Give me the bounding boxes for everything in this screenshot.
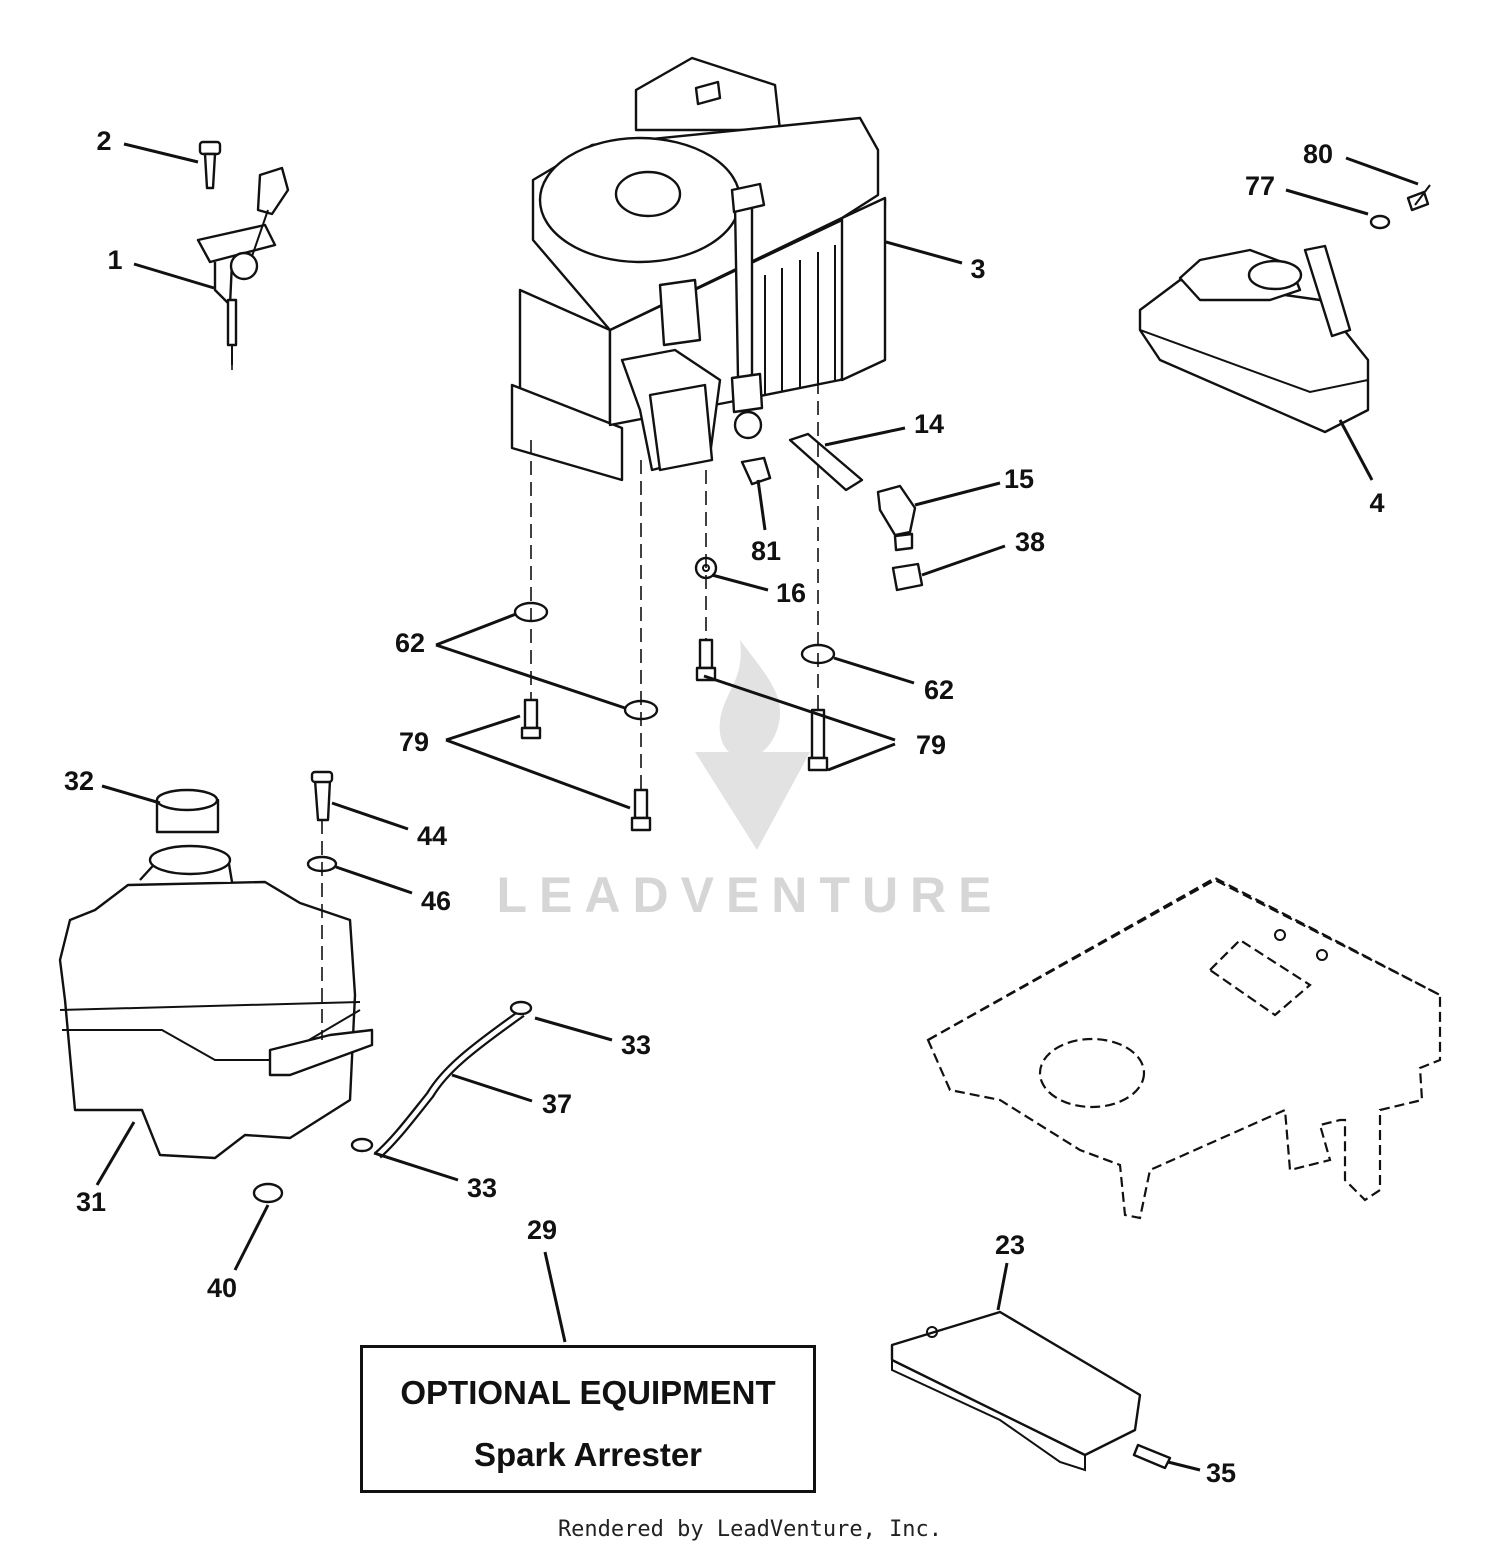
mounting-plate-drawing — [926, 876, 1442, 1220]
callout-29: 29 — [527, 1215, 557, 1245]
callout-79-left: 79 — [399, 727, 429, 757]
callout-3: 3 — [970, 254, 985, 284]
callout-4: 4 — [1369, 488, 1384, 518]
fuel-fittings-drawing — [694, 432, 924, 592]
callout-79-right: 79 — [916, 730, 946, 760]
callout-33-upper: 33 — [621, 1030, 651, 1060]
nut-drawing — [740, 456, 772, 486]
callout-2: 2 — [96, 126, 111, 156]
engine-mount-hardware-drawing — [231, 365, 836, 832]
watermark-text: LEADVENTURE — [496, 867, 1003, 923]
callout-14: 14 — [914, 409, 944, 439]
callout-15: 15 — [1004, 464, 1034, 494]
callout-labels: 2 1 3 4 14 15 16 38 81 62 62 79 79 80 77… — [64, 126, 1385, 1488]
render-credit: Rendered by LeadVenture, Inc. — [557, 1517, 943, 1542]
fuel-tank-drawing — [58, 770, 374, 1204]
callout-38: 38 — [1015, 527, 1045, 557]
callout-62-left: 62 — [395, 628, 425, 658]
callout-31: 31 — [76, 1187, 106, 1217]
heat-shield-drawing — [890, 1310, 1172, 1472]
spark-arrester-label: Spark Arrester — [473, 1436, 703, 1473]
optional-equipment-title: OPTIONAL EQUIPMENT — [400, 1374, 776, 1411]
callout-35: 35 — [1206, 1458, 1236, 1488]
leader-lines — [95, 142, 1419, 1472]
watermark: LEADVENTURE — [496, 640, 1003, 923]
callout-44: 44 — [417, 821, 447, 851]
callout-1: 1 — [107, 245, 122, 275]
optional-equipment-box: OPTIONAL EQUIPMENT Spark Arrester — [360, 1345, 816, 1493]
callout-46: 46 — [421, 886, 451, 916]
callout-37: 37 — [542, 1089, 572, 1119]
engine-drawing — [510, 56, 887, 486]
callout-33-lower: 33 — [467, 1173, 497, 1203]
callout-32: 32 — [64, 766, 94, 796]
callout-40: 40 — [207, 1273, 237, 1303]
callout-23: 23 — [995, 1230, 1025, 1260]
throttle-control-drawing — [196, 140, 290, 365]
callout-62-right: 62 — [924, 675, 954, 705]
callout-16: 16 — [776, 578, 806, 608]
callout-80: 80 — [1303, 139, 1333, 169]
callout-81: 81 — [751, 536, 781, 566]
watermark-logo-icon — [695, 640, 810, 850]
callout-77: 77 — [1245, 171, 1275, 201]
muffler-drawing — [1138, 184, 1431, 434]
fuel-hose-drawing — [350, 1000, 533, 1159]
